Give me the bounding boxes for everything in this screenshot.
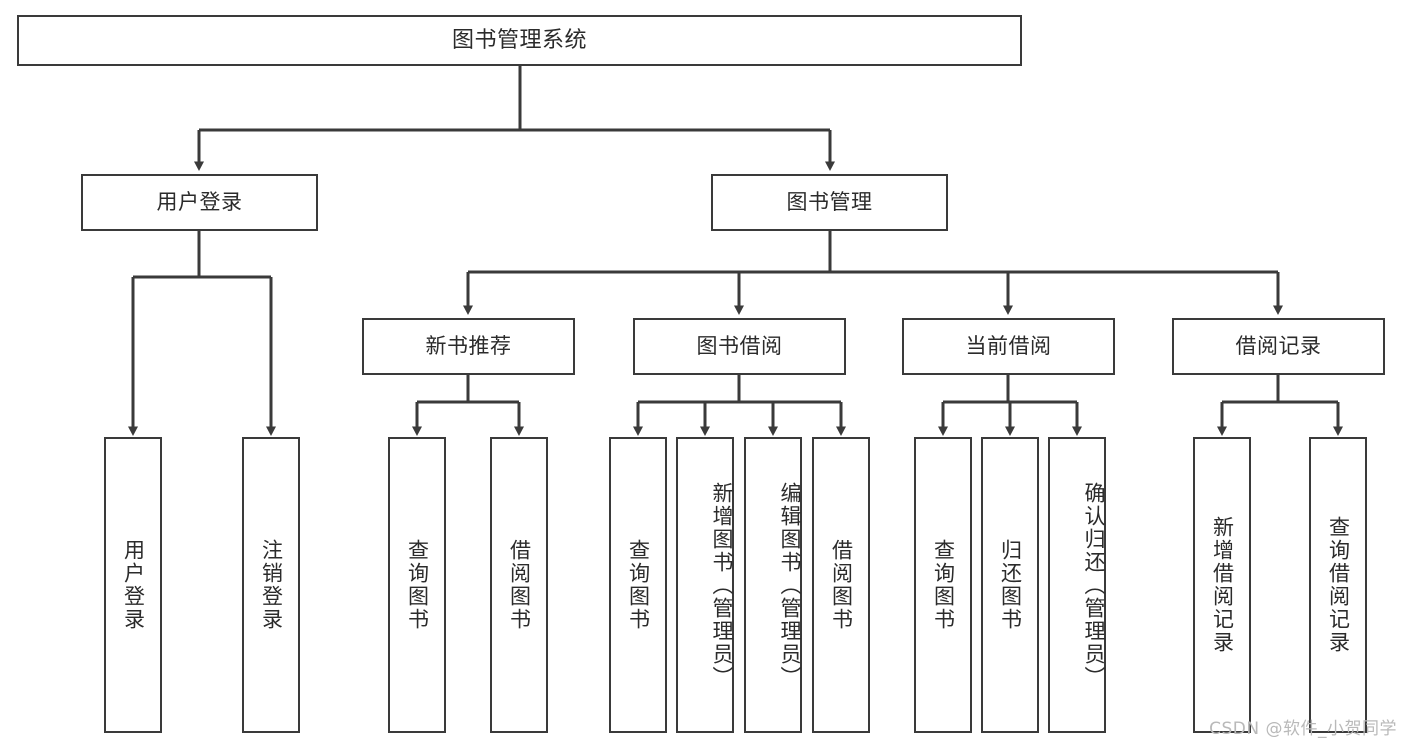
node-leaf-add-record[interactable]: 新增借阅记录 — [1193, 437, 1251, 733]
node-leaf-query-book-2[interactable]: 查询图书 — [609, 437, 667, 733]
node-user-login[interactable]: 用户登录 — [81, 174, 318, 231]
node-label: 注销登录 — [259, 539, 284, 631]
node-leaf-query-record[interactable]: 查询借阅记录 — [1309, 437, 1367, 733]
node-borrow-record[interactable]: 借阅记录 — [1172, 318, 1385, 375]
node-book-borrow[interactable]: 图书借阅 — [633, 318, 846, 375]
node-leaf-user-login[interactable]: 用户登录 — [104, 437, 162, 733]
node-new-book-recommend[interactable]: 新书推荐 — [362, 318, 575, 375]
node-label: 图书借阅 — [696, 334, 783, 359]
node-leaf-query-book-1[interactable]: 查询图书 — [388, 437, 446, 733]
node-leaf-query-book-3[interactable]: 查询图书 — [914, 437, 972, 733]
node-label: 查询图书 — [405, 539, 430, 631]
node-book-manage[interactable]: 图书管理 — [711, 174, 948, 231]
node-label: 确认归还（管理员） — [1082, 481, 1106, 689]
node-leaf-borrow-book-2[interactable]: 借阅图书 — [812, 437, 870, 733]
node-leaf-add-book[interactable]: 新增图书（管理员） — [676, 437, 734, 733]
watermark-text: CSDN @软件_小贺同学 — [1209, 719, 1397, 739]
node-leaf-edit-book[interactable]: 编辑图书（管理员） — [744, 437, 802, 733]
node-label: 用户登录 — [121, 539, 146, 631]
node-label: 编辑图书（管理员） — [778, 481, 802, 689]
node-leaf-confirm-return[interactable]: 确认归还（管理员） — [1048, 437, 1106, 733]
node-label: 图书管理 — [786, 190, 873, 215]
node-label: 查询图书 — [931, 539, 956, 631]
node-label: 查询借阅记录 — [1326, 516, 1351, 654]
node-label: 新增借阅记录 — [1210, 516, 1235, 654]
node-label: 查询图书 — [626, 539, 651, 631]
node-leaf-borrow-book-1[interactable]: 借阅图书 — [490, 437, 548, 733]
node-label: 当前借阅 — [965, 334, 1052, 359]
node-current-borrow[interactable]: 当前借阅 — [902, 318, 1115, 375]
node-label: 用户登录 — [156, 190, 243, 215]
node-leaf-return-book[interactable]: 归还图书 — [981, 437, 1039, 733]
node-leaf-user-logout[interactable]: 注销登录 — [242, 437, 300, 733]
node-label: 借阅记录 — [1235, 334, 1322, 359]
node-label: 归还图书 — [998, 539, 1023, 631]
node-label: 借阅图书 — [507, 539, 532, 631]
node-label: 新书推荐 — [425, 334, 512, 359]
node-root-book-management-system[interactable]: 图书管理系统 — [17, 15, 1022, 66]
node-label: 借阅图书 — [829, 539, 854, 631]
node-label: 图书管理系统 — [451, 27, 587, 53]
node-label: 新增图书（管理员） — [710, 481, 734, 689]
